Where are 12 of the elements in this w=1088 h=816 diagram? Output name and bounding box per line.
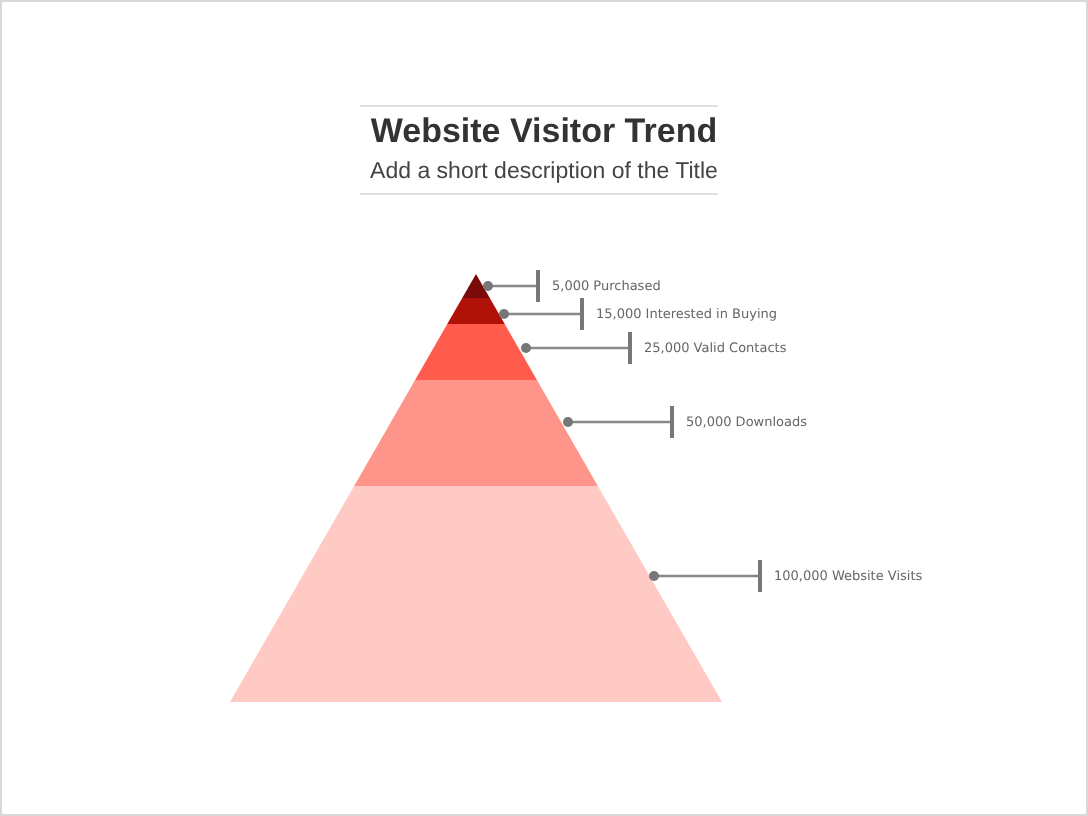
leader-line (521, 332, 632, 364)
pyramid-segment (415, 324, 537, 380)
leader-line (649, 560, 762, 592)
pyramid-segment (354, 380, 598, 486)
chart-title: Website Visitor Trend (368, 112, 720, 152)
pyramid-segment (230, 486, 722, 702)
chart-subtitle: Add a short description of the Title (368, 160, 720, 184)
leader-line (483, 270, 540, 302)
pyramid-segment (447, 298, 505, 324)
leader-line (499, 298, 584, 330)
pyramid-top-segment (462, 274, 490, 298)
leader-line (563, 406, 674, 438)
